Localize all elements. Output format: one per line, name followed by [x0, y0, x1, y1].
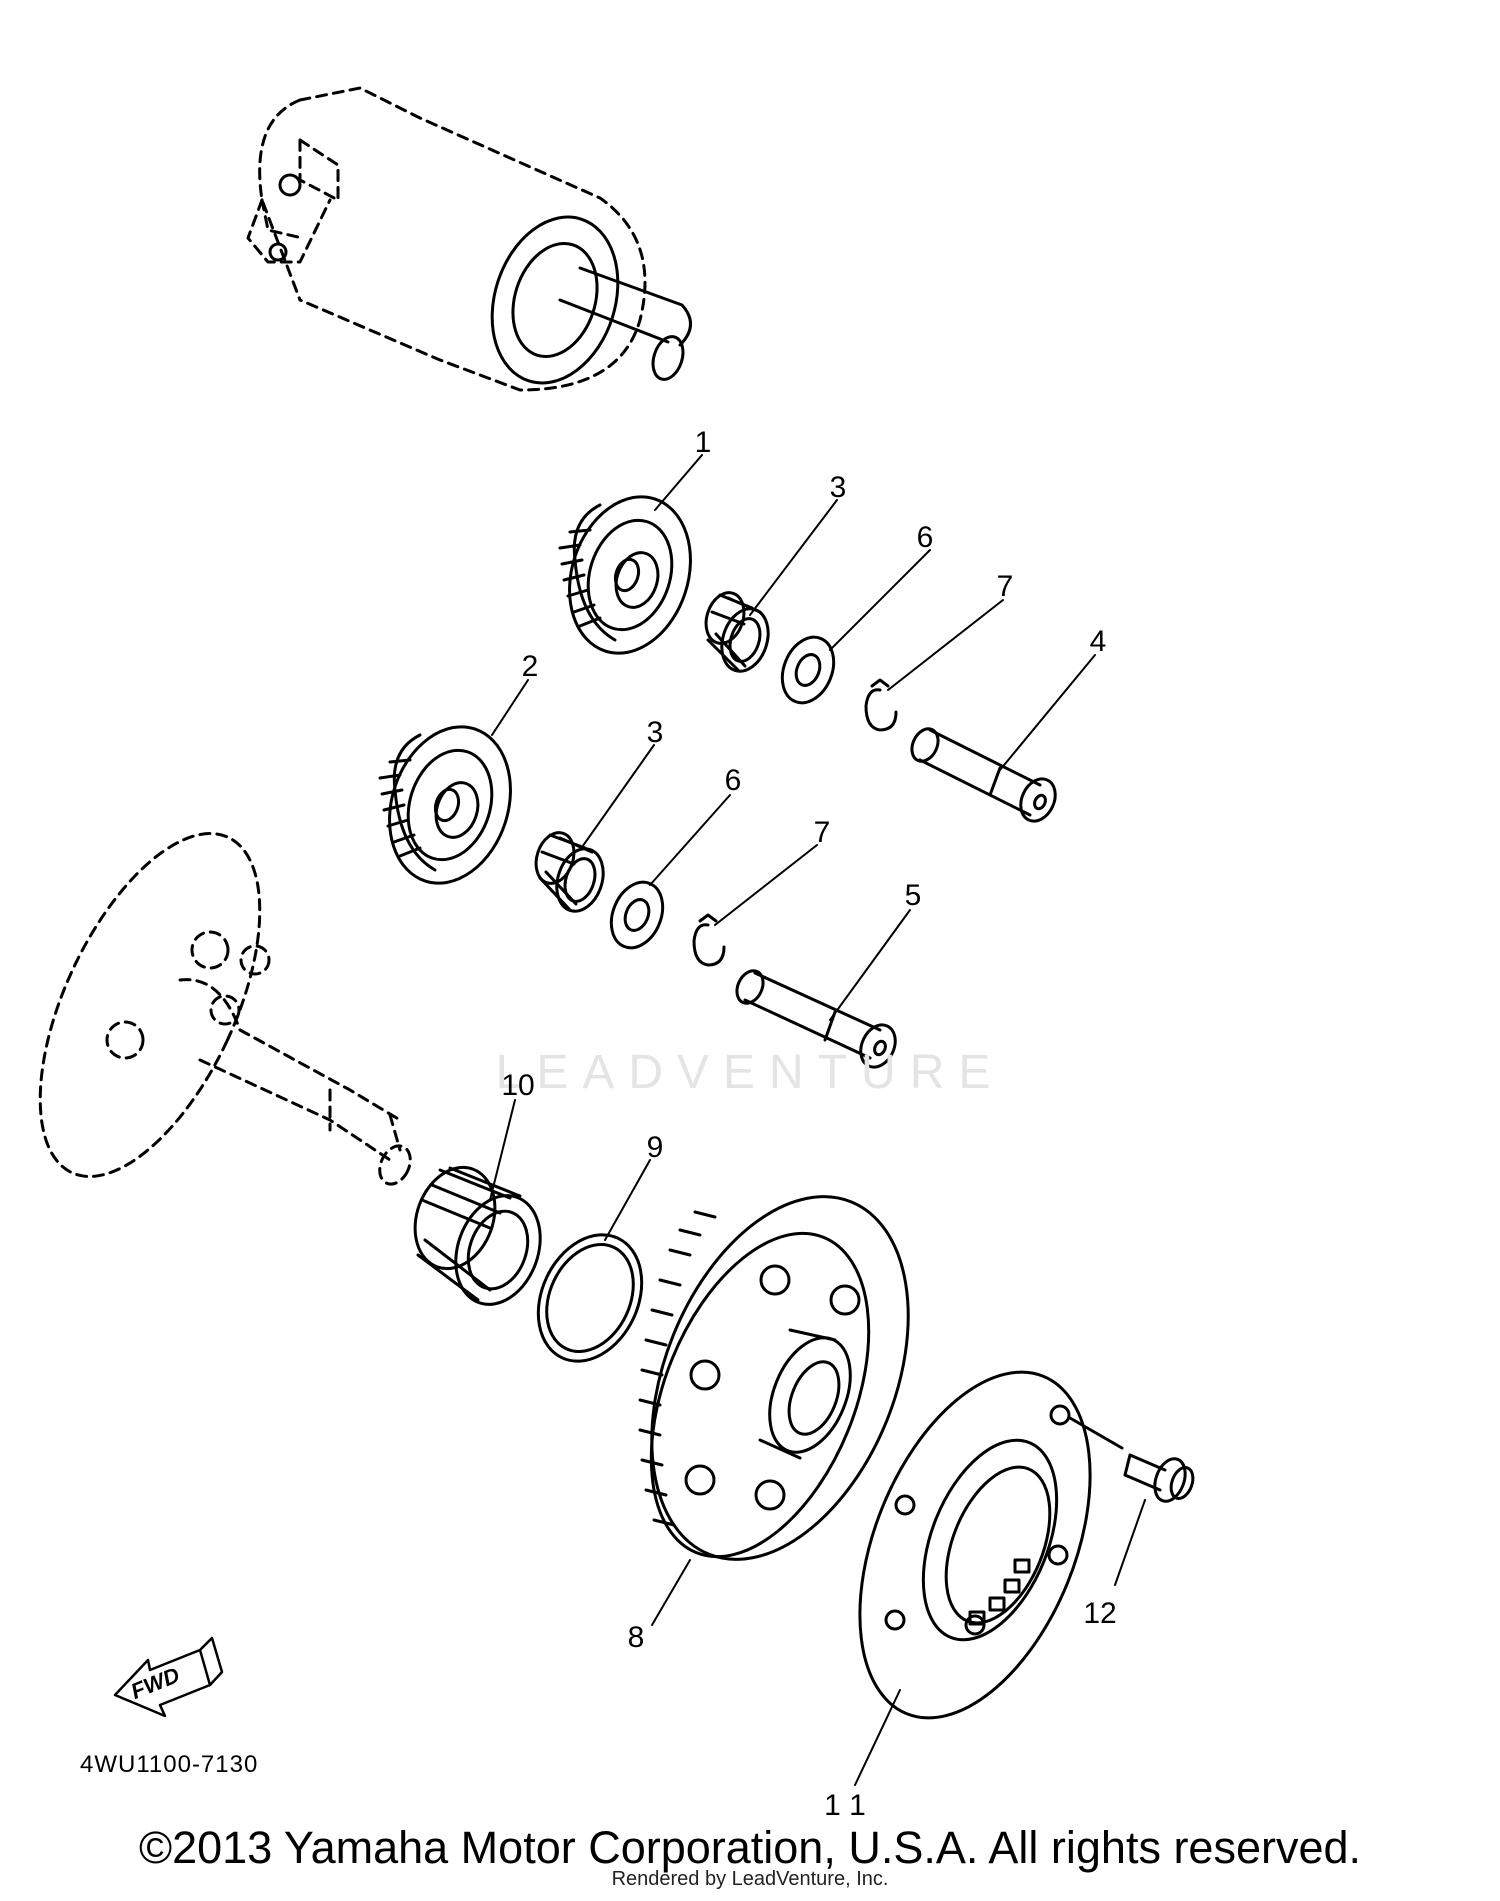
circlip-7a [864, 678, 898, 732]
watermark: LEADVENTURE [496, 1046, 1005, 1099]
starter-motor-face [268, 173, 692, 385]
fwd-arrow-icon [113, 1636, 224, 1718]
starter-motor [246, 86, 647, 392]
bolt-12 [1068, 1416, 1195, 1503]
callout-3a: 3 [830, 471, 847, 504]
callout-9: 9 [647, 1131, 664, 1164]
shaft-4 [910, 727, 1057, 823]
copyright-notice: ©2013 Yamaha Motor Corporation, U.S.A. A… [138, 1822, 1362, 1873]
washer-9 [536, 1233, 644, 1363]
circlip-7b [692, 913, 726, 967]
washer-6b [609, 880, 665, 950]
callout-6b: 6 [725, 764, 742, 797]
callout-8: 8 [628, 1621, 645, 1654]
callout-11: 1 1 [824, 1789, 866, 1822]
rendered-by-notice: Rendered by LeadVenture, Inc. [611, 1868, 889, 1890]
callout-2: 2 [522, 650, 539, 683]
idle-gear-2 [378, 725, 512, 885]
bearing-10 [413, 1165, 542, 1306]
crankshaft [38, 832, 412, 1186]
starter-wheel-gear-8 [638, 1195, 910, 1561]
washer-6a [780, 635, 836, 705]
callout-12: 12 [1083, 1597, 1116, 1630]
leader-lines [489, 454, 1146, 1786]
drawing-code: 4WU1100-7130 [80, 1751, 258, 1778]
callout-10: 10 [501, 1069, 534, 1102]
idle-gear-1 [558, 495, 692, 655]
callout-3b: 3 [647, 716, 664, 749]
callout-5: 5 [905, 879, 922, 912]
callout-7b: 7 [814, 816, 831, 849]
callout-4: 4 [1090, 625, 1107, 658]
callout-1: 1 [695, 426, 712, 459]
needle-bearing-3a [704, 591, 770, 673]
needle-bearing-3b [534, 831, 605, 913]
callout-6a: 6 [917, 521, 934, 554]
callout-labels: 1 2 3 3 4 5 6 6 7 7 8 9 10 1 1 12 [501, 426, 1116, 1822]
starter-clutch-11 [858, 1370, 1092, 1720]
callout-7a: 7 [997, 570, 1014, 603]
